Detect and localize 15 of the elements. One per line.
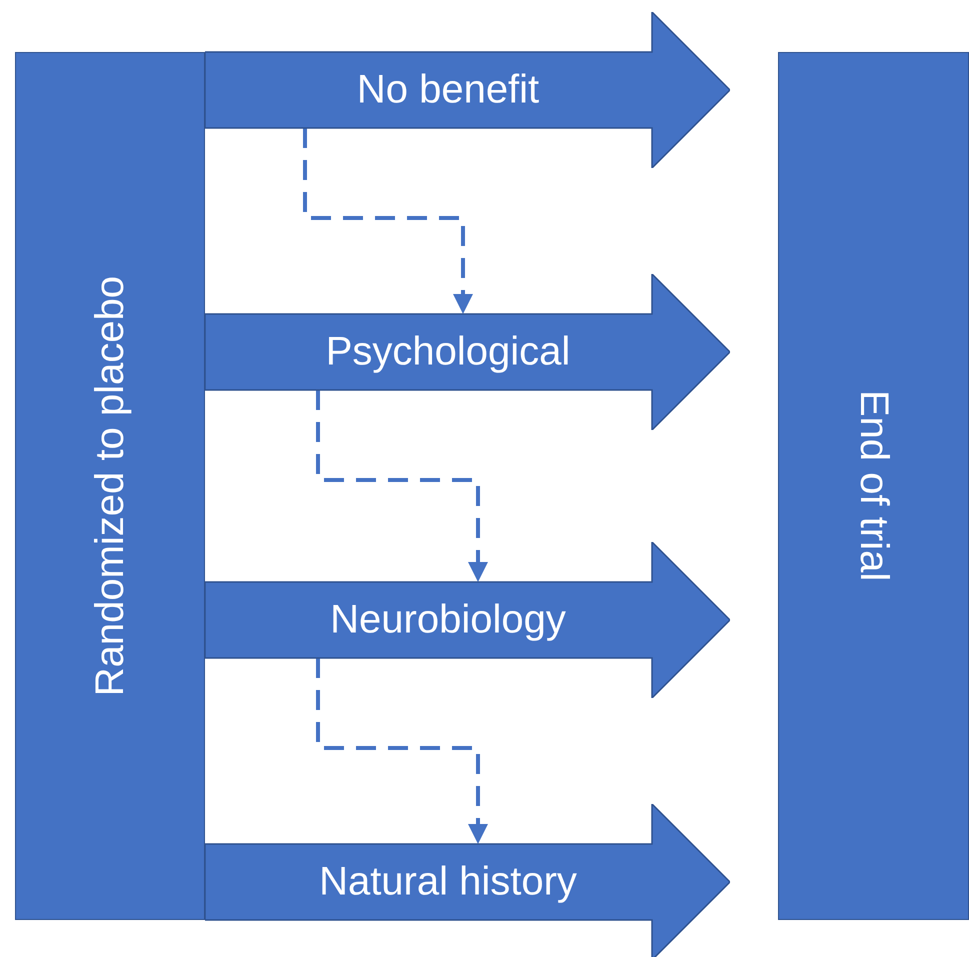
panel-label: Randomized to placebo (88, 276, 132, 696)
arrow-label: Neurobiology (330, 598, 566, 642)
arrow-label: Natural history (319, 860, 577, 904)
bar-panel (778, 52, 969, 920)
dashed-arrow (316, 390, 488, 582)
dashed-arrow (316, 658, 488, 844)
panel-label: End of trial (851, 390, 896, 582)
dashed-arrow (303, 128, 473, 314)
bar-panel (15, 52, 205, 920)
arrow-label: No benefit (356, 68, 540, 112)
block-arrow (205, 274, 730, 430)
arrow-label: Psychological (326, 330, 570, 374)
block-arrow (205, 12, 730, 168)
block-arrow (205, 542, 730, 698)
block-arrow (205, 804, 730, 957)
